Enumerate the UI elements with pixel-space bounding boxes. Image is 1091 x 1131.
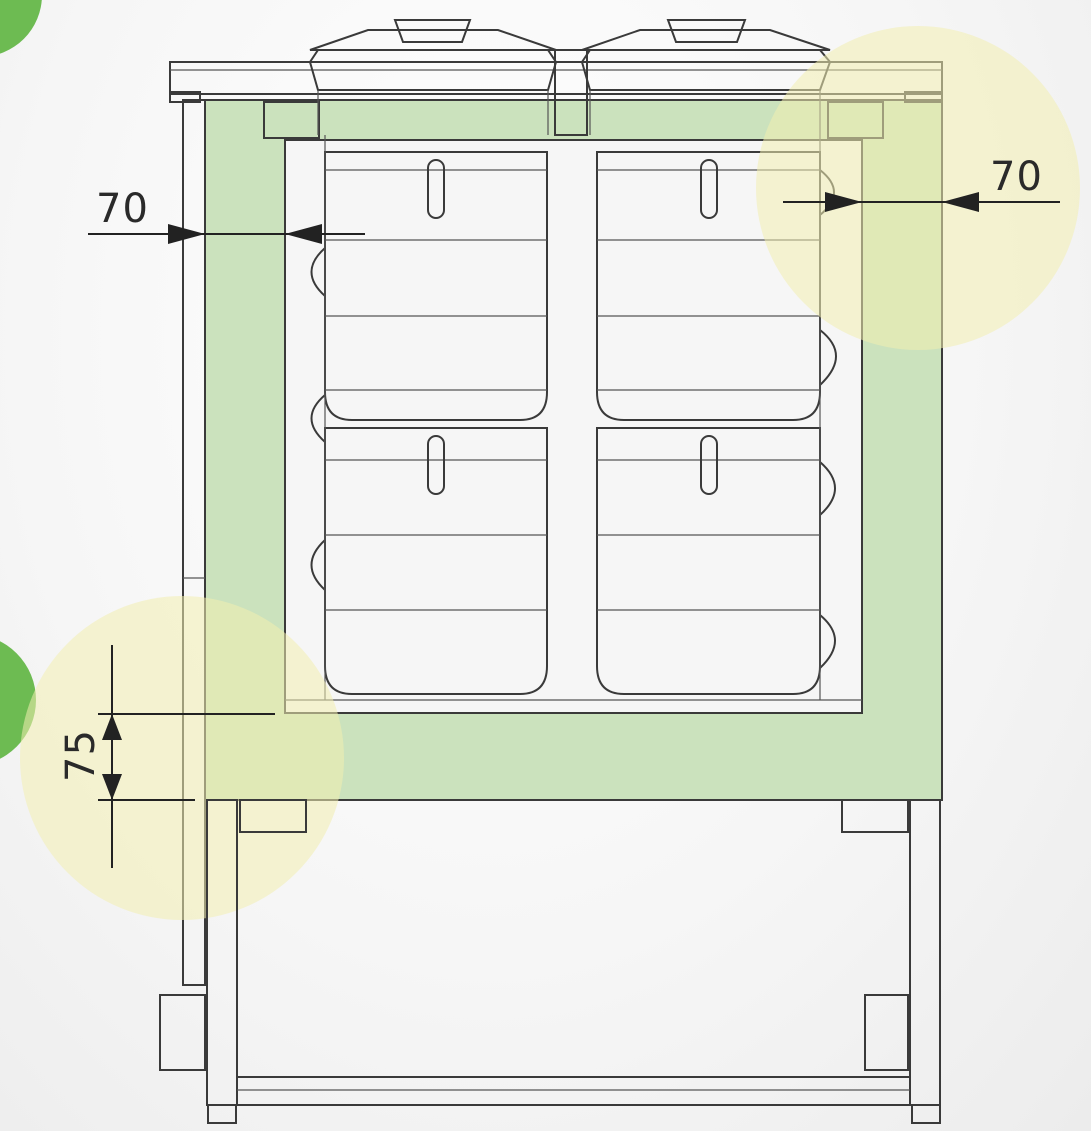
pot-bottom-right: [596, 427, 836, 695]
dimension-bottom-label: 75: [58, 729, 104, 782]
dimension-left-label: 70: [96, 186, 149, 232]
dimension-left-wall: 70: [88, 186, 365, 244]
accent-circle-top: [0, 0, 42, 54]
highlight-right-wall: [756, 26, 1080, 350]
highlight-bottom-wall: [20, 596, 344, 920]
door-side-panel: [182, 99, 206, 986]
dimension-right-label: 70: [990, 154, 1043, 200]
base-frame: [159, 799, 941, 1124]
inner-cavity-outline: [284, 139, 863, 714]
dimension-right-wall: 70: [783, 154, 1060, 212]
lid-left: [308, 19, 558, 135]
pot-bottom-left: [310, 394, 548, 695]
dimension-bottom-wall: 75: [58, 645, 275, 868]
pot-top-left: [310, 151, 548, 421]
